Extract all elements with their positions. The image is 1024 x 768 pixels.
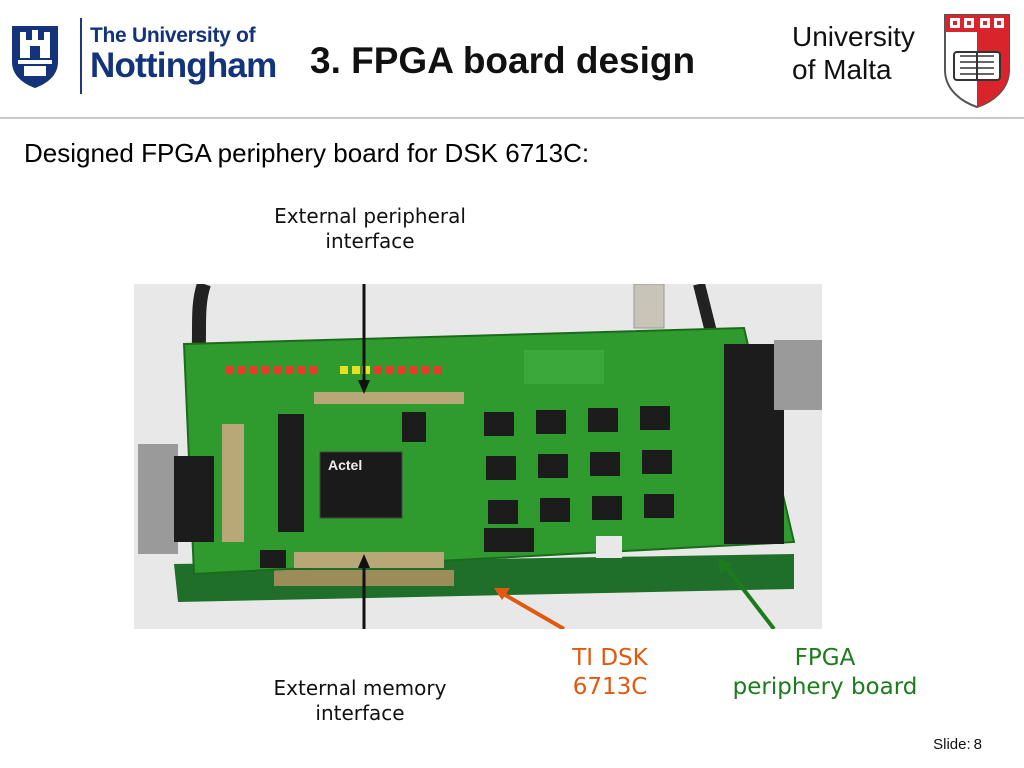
slide-number: Slide:8 [930, 736, 982, 753]
slide-header: The University of Nottingham 3. FPGA boa… [0, 0, 1024, 119]
fpga-chip-label: Actel [328, 457, 362, 473]
label-dsk-line1: TI DSK [572, 645, 648, 671]
nottingham-wordmark: The University of Nottingham [90, 24, 277, 85]
label-ti-dsk: TI DSK 6713C [550, 644, 670, 702]
label-dsk-line2: 6713C [572, 674, 648, 700]
label-fpga-line1: FPGA [794, 645, 856, 671]
malta-wordmark-line1: University [792, 21, 915, 52]
label-peripheral-line1: External peripheral [274, 204, 466, 228]
nottingham-wordmark-line2: Nottingham [90, 46, 277, 85]
label-peripheral-line2: interface [325, 229, 415, 253]
fpga-board-figure: External peripheral interface [130, 196, 930, 736]
label-fpga-line2: periphery board [732, 674, 918, 700]
slide-subtitle: Designed FPGA periphery board for DSK 67… [24, 138, 590, 168]
slide-number-value: 8 [973, 736, 982, 753]
label-external-memory-interface: External memory interface [270, 676, 450, 726]
label-memory-line1: External memory [273, 676, 447, 700]
slide-title: 3. FPGA board design [310, 40, 696, 81]
label-fpga-periphery-board: FPGA periphery board [730, 644, 920, 702]
logo-divider [80, 18, 82, 94]
header-divider [0, 117, 1024, 119]
university-of-nottingham-logo: The University of Nottingham [10, 18, 277, 96]
university-of-malta-wordmark: University of Malta [792, 20, 915, 86]
nottingham-wordmark-line1: The University of [90, 24, 256, 47]
slide-number-label: Slide: [933, 736, 971, 753]
label-memory-line2: interface [315, 701, 405, 725]
malta-wordmark-line2: of Malta [792, 54, 892, 85]
label-external-peripheral-interface: External peripheral interface [270, 204, 470, 254]
fpga-board-photo: Actel [134, 284, 822, 629]
university-of-malta-crest-icon [944, 14, 1010, 108]
nottingham-castle-crest-icon [12, 26, 58, 88]
